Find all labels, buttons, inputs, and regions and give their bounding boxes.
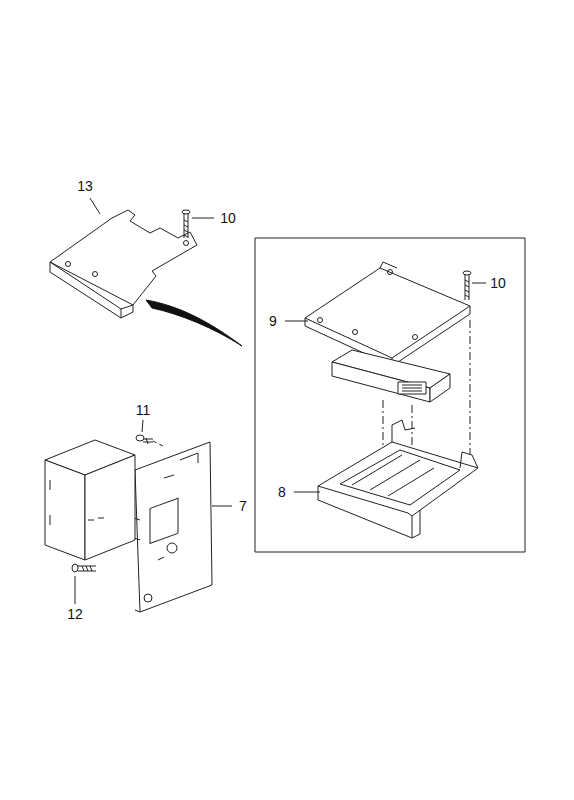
callout-number: 12 [67, 606, 83, 622]
leader-line [75, 198, 486, 604]
callout-number: 10 [220, 210, 236, 226]
bracket-plate [50, 210, 197, 318]
callout-number: 10 [490, 275, 506, 291]
callout-number: 13 [77, 178, 93, 194]
callout-number: 7 [239, 498, 247, 514]
screw [136, 435, 165, 447]
module-bracket [128, 442, 212, 612]
curved-arrow [146, 300, 242, 346]
control-module [45, 440, 135, 560]
screw [182, 210, 190, 238]
callout-number: 11 [136, 402, 151, 418]
callout-number: 9 [269, 313, 277, 329]
inset-frame [255, 238, 525, 552]
screw [72, 564, 152, 602]
control-module [332, 350, 450, 402]
callout-number: 8 [278, 484, 286, 500]
cover-plate [305, 262, 470, 366]
mounting-tray [318, 420, 478, 538]
screw [463, 271, 471, 300]
